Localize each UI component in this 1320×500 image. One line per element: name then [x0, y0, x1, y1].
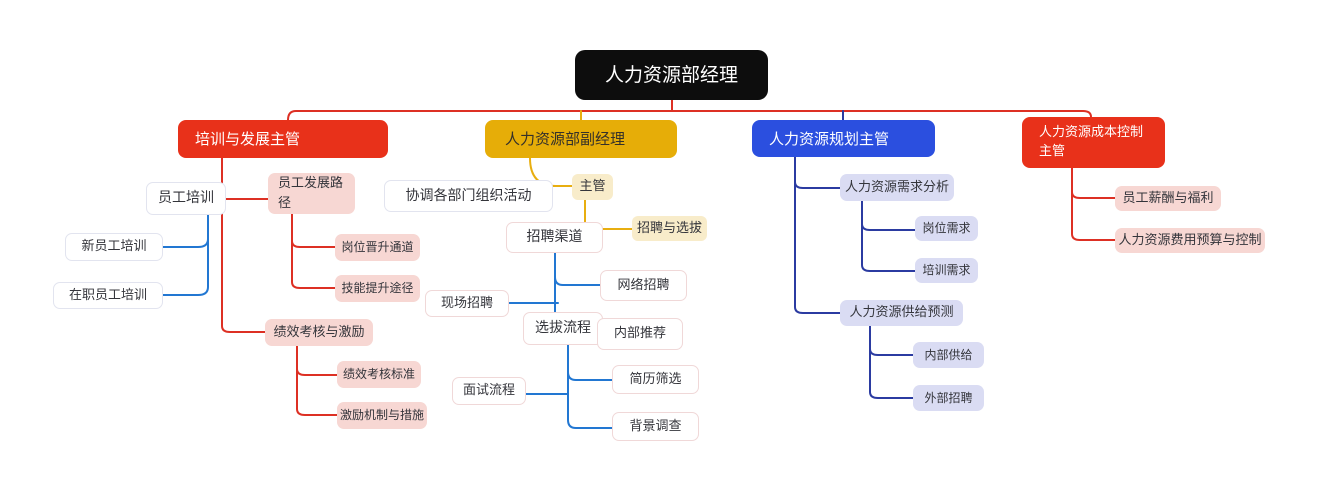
node-skill-improvement-path[interactable]: 技能提升途径 — [335, 275, 420, 302]
node-employee-dev-path[interactable]: 员工发展路径 — [268, 173, 355, 214]
node-onjob-employee-training[interactable]: 在职员工培训 — [53, 282, 163, 309]
node-resume-screening[interactable]: 简历筛选 — [612, 365, 699, 394]
node-cost-control-supervisor[interactable]: 人力资源成本控制主管 — [1022, 117, 1165, 168]
node-online-recruitment[interactable]: 网络招聘 — [600, 270, 687, 301]
node-performance-standard[interactable]: 绩效考核标准 — [337, 361, 421, 388]
node-onsite-recruitment[interactable]: 现场招聘 — [425, 290, 509, 317]
node-employee-training[interactable]: 员工培训 — [146, 182, 226, 215]
node-hr-supply-forecast[interactable]: 人力资源供给预测 — [840, 300, 963, 326]
node-hr-planning-supervisor[interactable]: 人力资源规划主管 — [752, 120, 935, 157]
node-recruitment-channels[interactable]: 招聘渠道 — [506, 222, 603, 253]
node-incentive-measures[interactable]: 激励机制与措施 — [337, 402, 427, 429]
node-hr-manager[interactable]: 人力资源部经理 — [575, 50, 768, 100]
node-background-check[interactable]: 背景调查 — [612, 412, 699, 441]
node-position-demand[interactable]: 岗位需求 — [915, 216, 978, 241]
node-selection-process[interactable]: 选拔流程 — [523, 312, 603, 345]
node-internal-referral[interactable]: 内部推荐 — [597, 318, 683, 350]
node-promotion-channel[interactable]: 岗位晋升通道 — [335, 234, 420, 261]
node-interview-process[interactable]: 面试流程 — [452, 377, 526, 405]
node-supervisor[interactable]: 主管 — [572, 174, 613, 200]
node-hr-demand-analysis[interactable]: 人力资源需求分析 — [840, 174, 954, 201]
node-training-demand[interactable]: 培训需求 — [915, 258, 978, 283]
node-external-recruitment[interactable]: 外部招聘 — [913, 385, 984, 411]
node-hr-budget-control[interactable]: 人力资源费用预算与控制 — [1115, 228, 1265, 253]
node-deputy-manager[interactable]: 人力资源部副经理 — [485, 120, 677, 158]
node-performance-incentive[interactable]: 绩效考核与激励 — [265, 319, 373, 346]
node-salary-benefits[interactable]: 员工薪酬与福利 — [1115, 186, 1221, 211]
node-training-dev-supervisor[interactable]: 培训与发展主管 — [178, 120, 388, 158]
node-new-employee-training[interactable]: 新员工培训 — [65, 233, 163, 261]
node-recruitment-selection[interactable]: 招聘与选拔 — [632, 216, 707, 241]
node-coordinate-activities[interactable]: 协调各部门组织活动 — [384, 180, 553, 212]
node-internal-supply[interactable]: 内部供给 — [913, 342, 984, 368]
